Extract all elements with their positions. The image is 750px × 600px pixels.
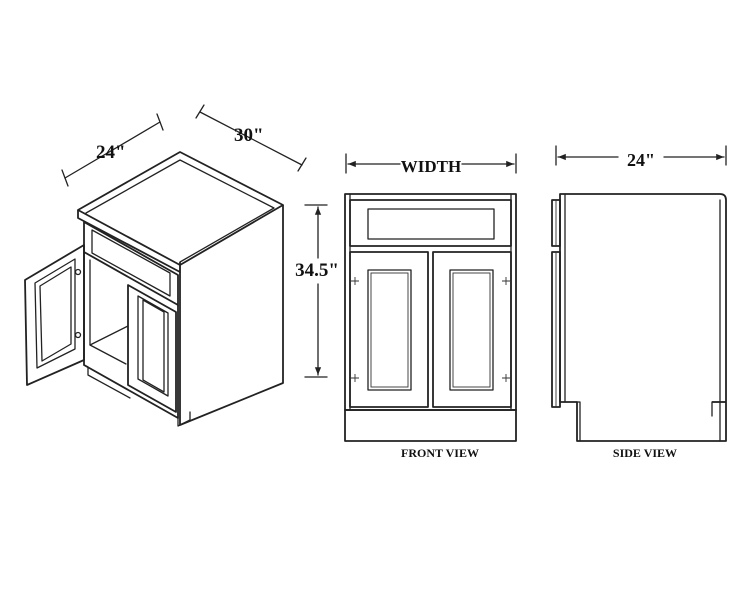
front-right-door xyxy=(432,251,512,408)
front-toe-kick xyxy=(344,409,517,442)
side-depth-label: 24" xyxy=(627,150,655,170)
height-label: 34.5" xyxy=(295,260,339,281)
right-door xyxy=(127,284,177,413)
front-view: WIDTH FRONT VIEW xyxy=(344,153,517,460)
isometric-view: 24" 30" xyxy=(24,104,307,427)
side-view: 24" SIDE VIEW xyxy=(551,145,727,460)
iso-depth-label: 30" xyxy=(234,125,264,146)
iso-width-label: 24" xyxy=(96,142,126,163)
height-dimension: 34.5" xyxy=(295,204,339,378)
front-width-label: WIDTH xyxy=(401,157,461,176)
front-view-caption: FRONT VIEW xyxy=(401,446,479,460)
side-panel xyxy=(559,193,727,442)
cabinet-side-panel xyxy=(179,205,284,426)
front-left-door xyxy=(349,251,429,408)
left-door-open xyxy=(24,244,85,386)
front-drawer xyxy=(349,199,512,247)
side-view-caption: SIDE VIEW xyxy=(613,446,677,460)
cabinet-top-opening xyxy=(77,151,284,266)
